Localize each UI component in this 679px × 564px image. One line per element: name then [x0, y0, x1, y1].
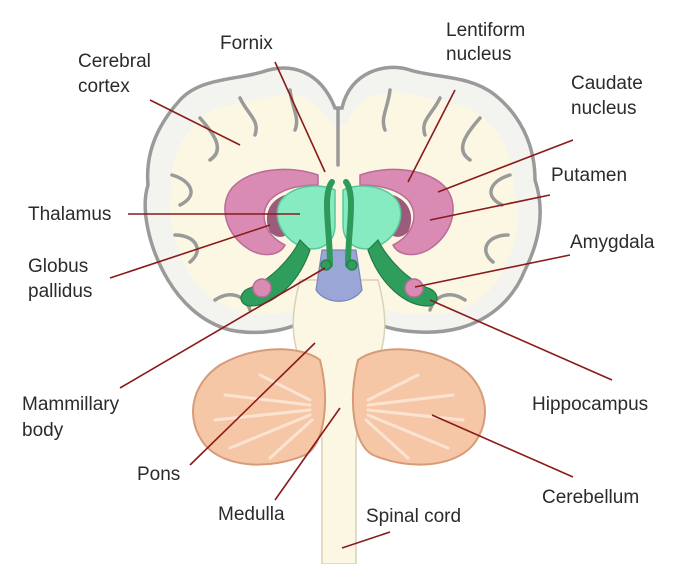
- label-cerebellum: Cerebellum: [542, 487, 639, 508]
- label-lentiform-line2: nucleus: [446, 44, 512, 65]
- label-caudate-line2: nucleus: [571, 98, 637, 119]
- label-medulla: Medulla: [218, 504, 285, 525]
- third-ventricle-shape: [316, 250, 362, 301]
- label-caudate-line1: Caudate: [571, 73, 643, 94]
- label-mammillary-line2: body: [22, 420, 64, 441]
- label-globus-line1: Globus: [28, 256, 88, 277]
- label-globus-line2: pallidus: [28, 281, 92, 302]
- mammillary-right-shape: [347, 260, 357, 270]
- amygdala-right-shape: [405, 279, 423, 297]
- label-cerebral-line2: cortex: [78, 76, 130, 97]
- label-fornix: Fornix: [220, 33, 273, 54]
- label-putamen: Putamen: [551, 165, 627, 186]
- label-thalamus: Thalamus: [28, 204, 111, 225]
- label-spinal-cord: Spinal cord: [366, 506, 461, 527]
- cerebellum-right-shape: [353, 349, 485, 464]
- mammillary-left-shape: [321, 260, 331, 270]
- label-cerebral-line1: Cerebral: [78, 51, 151, 72]
- label-pons: Pons: [137, 464, 180, 485]
- label-amygdala: Amygdala: [570, 232, 655, 253]
- label-lentiform-line1: Lentiform: [446, 20, 525, 41]
- cerebellum-left-shape: [193, 349, 325, 464]
- amygdala-left-shape: [253, 279, 271, 297]
- label-hippocampus: Hippocampus: [532, 394, 648, 415]
- label-mammillary-line1: Mammillary: [22, 394, 120, 415]
